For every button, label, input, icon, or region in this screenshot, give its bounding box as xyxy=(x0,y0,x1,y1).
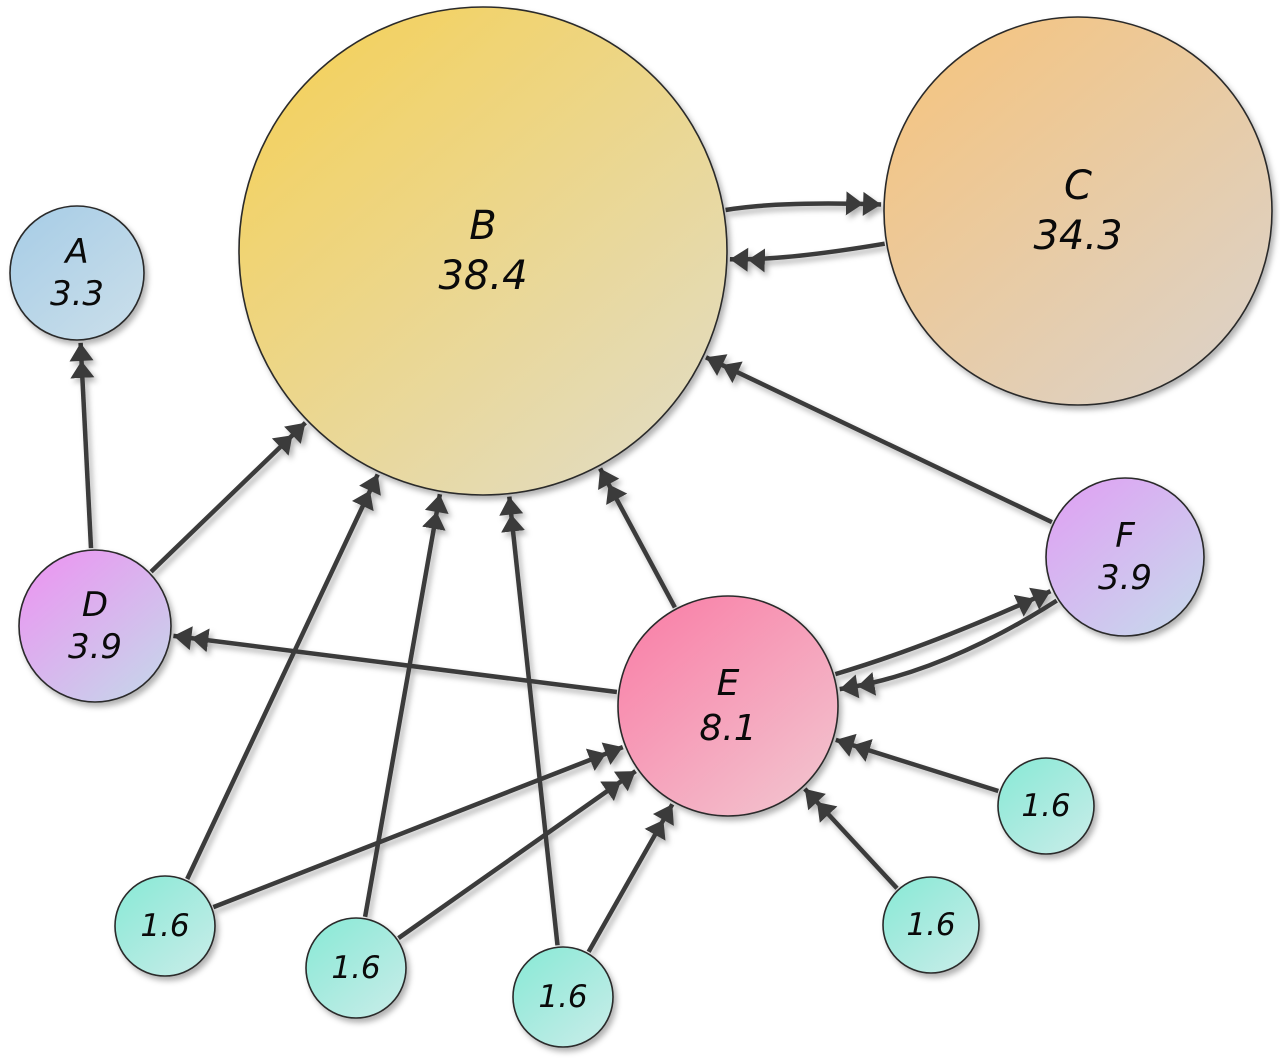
node-A: A3.3 xyxy=(9,205,145,341)
node-F-value: 3.9 xyxy=(1098,558,1152,598)
node-A-label: A xyxy=(63,232,88,272)
node-G4-value: 1.6 xyxy=(906,907,955,943)
node-D-value: 3.9 xyxy=(68,627,122,667)
node-G4-circle xyxy=(882,876,980,974)
node-G2: 1.6 xyxy=(305,917,407,1019)
edge-D-B xyxy=(149,421,307,574)
edge-G3-E xyxy=(586,803,675,953)
edge-E-F xyxy=(834,587,1052,677)
node-F-circle xyxy=(1045,477,1205,637)
node-D-circle xyxy=(18,549,172,703)
edge-G2-E xyxy=(397,769,637,940)
nodes-layer: A3.3B38.4C34.3D3.9E8.1F3.91.61.61.61.61.… xyxy=(9,6,1273,1048)
node-E-circle xyxy=(617,595,839,817)
edge-E-B xyxy=(598,467,677,609)
node-B-circle xyxy=(238,6,728,496)
edge-F-B xyxy=(705,354,1053,525)
node-E-label: E xyxy=(717,663,740,704)
edge-G1-E xyxy=(212,742,624,910)
node-C: C34.3 xyxy=(883,16,1273,406)
node-B-label: B xyxy=(469,203,496,249)
edge-B-C xyxy=(725,191,882,216)
node-G2-circle xyxy=(305,917,407,1019)
node-C-value: 34.3 xyxy=(1033,213,1122,259)
node-G3-circle xyxy=(512,946,614,1048)
edge-G3-B xyxy=(499,496,560,946)
node-G5: 1.6 xyxy=(997,757,1095,855)
node-B: B38.4 xyxy=(238,6,728,496)
node-G3-value: 1.6 xyxy=(538,979,587,1015)
node-G5-circle xyxy=(997,757,1095,855)
node-A-value: 3.3 xyxy=(50,274,104,314)
node-G2-value: 1.6 xyxy=(331,950,380,986)
edge-G5-E xyxy=(835,733,999,794)
node-B-value: 38.4 xyxy=(438,253,527,299)
node-C-circle xyxy=(883,16,1273,406)
node-G1-circle xyxy=(114,875,216,977)
node-F-label: F xyxy=(1115,516,1135,556)
node-G5-value: 1.6 xyxy=(1021,788,1070,824)
node-A-circle xyxy=(9,205,145,341)
edge-F-E xyxy=(839,598,1058,699)
edge-G2-B xyxy=(362,493,449,918)
node-G1: 1.6 xyxy=(114,875,216,977)
node-G3: 1.6 xyxy=(512,946,614,1048)
node-E: E8.1 xyxy=(617,595,839,817)
node-G1-value: 1.6 xyxy=(140,908,189,944)
node-C-label: C xyxy=(1064,163,1092,209)
node-F: F3.9 xyxy=(1045,477,1205,637)
edge-G4-E xyxy=(803,787,899,890)
edge-C-B xyxy=(729,241,886,273)
node-E-value: 8.1 xyxy=(699,708,756,749)
edge-G1-B xyxy=(185,473,381,880)
node-D-label: D xyxy=(82,585,108,625)
edges-layer xyxy=(69,191,1058,953)
node-G4: 1.6 xyxy=(882,876,980,974)
edge-E-D xyxy=(173,626,618,695)
node-D: D3.9 xyxy=(18,549,172,703)
edge-D-A xyxy=(69,342,95,549)
